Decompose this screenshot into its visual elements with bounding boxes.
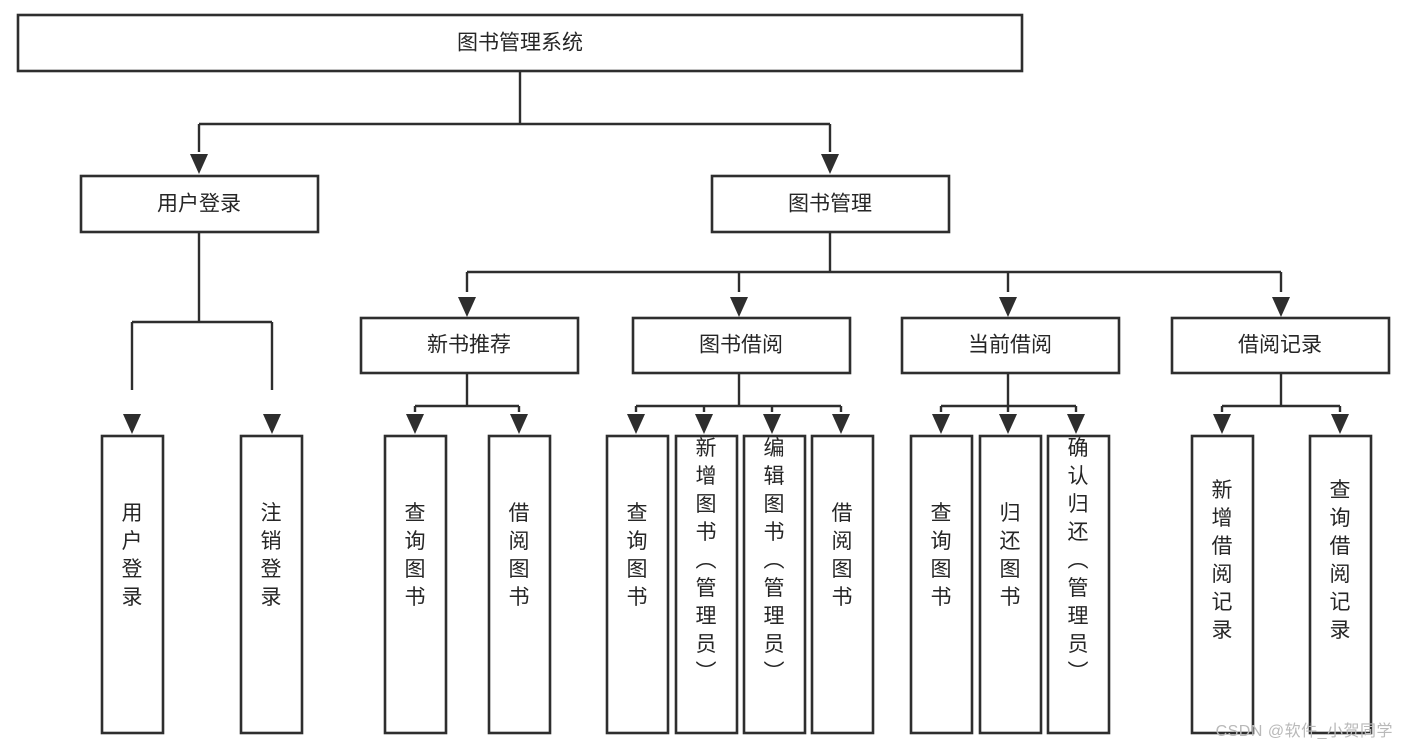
leaf-borrow-query-book-box [605, 434, 670, 735]
arrowhead-bookmgmt-c4 [1272, 297, 1290, 317]
node-root-system-label: 图书管理系统 [457, 32, 583, 55]
node-borrow-record-label: 借阅记录 [1238, 334, 1322, 357]
leaf-borrow-add-book[interactable]: 新增图书︵管理员︶ [674, 434, 739, 735]
leaf-borrow-add-book-box [674, 434, 739, 735]
leaf-new-book-borrow-label: 借阅图书 [509, 502, 530, 609]
leaf-new-book-query[interactable]: 查询图书 [383, 434, 448, 735]
leaf-current-query-book-label: 查询图书 [931, 502, 952, 609]
leaf-new-book-borrow-box [487, 434, 552, 735]
arrowhead-login-leaf2 [263, 414, 281, 434]
leaf-record-query-record[interactable]: 查询借阅记录 [1308, 434, 1373, 735]
leaf-borrow-query-book[interactable]: 查询图书 [605, 434, 670, 735]
leaf-borrow-query-book-label: 查询图书 [627, 502, 648, 609]
leaf-current-confirm-return-box [1046, 434, 1111, 735]
node-book-management[interactable]: 图书管理 [710, 174, 951, 234]
arrowhead-newbook-l2 [510, 414, 528, 434]
node-current-borrow[interactable]: 当前借阅 [900, 316, 1121, 375]
arrowhead-newbook-l1 [406, 414, 424, 434]
arrowhead-record-l2 [1331, 414, 1349, 434]
leaf-current-query-book[interactable]: 查询图书 [909, 434, 974, 735]
leaf-user-login-logout-label: 注销登录 [261, 502, 282, 609]
connector-layer [123, 71, 1349, 434]
node-borrow-record-box [1170, 316, 1391, 375]
leaf-user-login-login[interactable]: 用户登录 [100, 434, 165, 735]
leaf-record-add-record-label: 新增借阅记录 [1212, 479, 1233, 642]
node-borrow-record[interactable]: 借阅记录 [1170, 316, 1391, 375]
node-user-login[interactable]: 用户登录 [79, 174, 320, 234]
arrowhead-login-leaf1 [123, 414, 141, 434]
node-book-borrow-box [631, 316, 852, 375]
node-root-system[interactable]: 图书管理系统 [16, 13, 1024, 73]
leaf-borrow-edit-book-label: 编辑图书︵管理员︶ [764, 437, 785, 684]
arrowhead-borrow-l4 [832, 414, 850, 434]
arrowhead-current-l3 [1067, 414, 1085, 434]
node-book-management-label: 图书管理 [788, 193, 872, 216]
arrowhead-current-l2 [999, 414, 1017, 434]
leaf-borrow-borrow-book-box [810, 434, 875, 735]
arrowhead-bookmgmt-c1 [458, 297, 476, 317]
leaf-current-confirm-return[interactable]: 确认归还︵管理员︶ [1046, 434, 1111, 735]
node-current-borrow-label: 当前借阅 [968, 334, 1052, 357]
leaf-record-query-record-label: 查询借阅记录 [1330, 479, 1351, 642]
leaf-record-query-record-box [1308, 434, 1373, 735]
node-new-book-recommend[interactable]: 新书推荐 [359, 316, 580, 375]
arrowhead-bookmgmt-c2 [730, 297, 748, 317]
node-book-borrow[interactable]: 图书借阅 [631, 316, 852, 375]
leaf-record-add-record[interactable]: 新增借阅记录 [1190, 434, 1255, 735]
node-user-login-label: 用户登录 [157, 193, 241, 216]
arrowhead-record-l1 [1213, 414, 1231, 434]
node-new-book-recommend-box [359, 316, 580, 375]
arrowhead-current-l1 [932, 414, 950, 434]
leaf-borrow-edit-book[interactable]: 编辑图书︵管理员︶ [742, 434, 807, 735]
leaf-current-return-book[interactable]: 归还图书 [978, 434, 1043, 735]
leaf-user-login-login-box [100, 434, 165, 735]
leaf-current-confirm-return-label: 确认归还︵管理员︶ [1068, 437, 1089, 684]
node-user-login-box [79, 174, 320, 234]
leaf-borrow-borrow-book[interactable]: 借阅图书 [810, 434, 875, 735]
leaf-borrow-borrow-book-label: 借阅图书 [832, 502, 853, 609]
leaf-user-login-logout-box [239, 434, 304, 735]
leaf-user-login-logout[interactable]: 注销登录 [239, 434, 304, 735]
leaf-new-book-borrow[interactable]: 借阅图书 [487, 434, 552, 735]
node-book-management-box [710, 174, 951, 234]
node-book-borrow-label: 图书借阅 [699, 334, 783, 357]
leaf-current-query-book-box [909, 434, 974, 735]
leaf-new-book-query-box [383, 434, 448, 735]
leaf-borrow-edit-book-box [742, 434, 807, 735]
leaf-record-add-record-box [1190, 434, 1255, 735]
leaf-new-book-query-label: 查询图书 [405, 502, 426, 609]
node-new-book-recommend-label: 新书推荐 [427, 334, 511, 357]
arrowhead-borrow-l2 [695, 414, 713, 434]
arrowhead-borrow-l3 [763, 414, 781, 434]
node-root-system-box [16, 13, 1024, 73]
leaf-current-return-book-label: 归还图书 [1000, 502, 1021, 609]
arrowhead-bookmgmt-c3 [999, 297, 1017, 317]
arrowhead-borrow-l1 [627, 414, 645, 434]
arrowhead-root-to-bookmgmt [821, 154, 839, 174]
leaf-borrow-add-book-label: 新增图书︵管理员︶ [696, 437, 717, 684]
csdn-watermark: CSDN @软件_小贺同学 [1215, 723, 1393, 740]
leaf-current-return-book-box [978, 434, 1043, 735]
arrowhead-root-to-login [190, 154, 208, 174]
leaf-user-login-login-label: 用户登录 [122, 502, 143, 609]
node-current-borrow-box [900, 316, 1121, 375]
